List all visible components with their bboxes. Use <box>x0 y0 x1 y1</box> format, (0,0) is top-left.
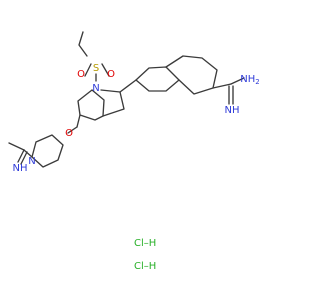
indoline-n-to-c2-bond <box>100 89 121 93</box>
amidine-to-nh2-bond <box>230 77 245 85</box>
sulfonyl-oxygen-right-label: O <box>107 69 115 80</box>
sulfur-to-oxygen-right-bond <box>101 63 110 77</box>
ether-to-piperidine-bond <box>67 126 78 134</box>
amidine-nh2-label: NH2 <box>240 74 259 86</box>
naphthalene-to-amidine-bond <box>212 83 232 89</box>
atom-labels: O S O N O N NH NH2 NH <box>13 63 260 174</box>
salt-label-2: Cl–H <box>134 261 156 272</box>
imine-double-bond-line-b <box>20 151 28 165</box>
piperidine-n-to-imine-carbon-bond <box>23 149 33 158</box>
ether-oxygen-label: O <box>65 128 73 139</box>
amidine-nh-label: NH <box>225 105 240 116</box>
benzene-to-ether-bond <box>76 114 81 128</box>
indoline-nitrogen-label: N <box>92 83 99 94</box>
imine-methyl-bond <box>8 142 25 151</box>
indoline-five-ring-upper <box>102 91 125 117</box>
naphthalene-ring-left <box>135 66 180 92</box>
salt-labels: Cl–H Cl–H <box>134 238 156 272</box>
imine-double-bond-line-a <box>17 149 25 163</box>
sulfonyl-oxygen-left-label: O <box>77 69 85 80</box>
chemical-structure-canvas: O S O N O N NH NH2 NH Cl–H Cl–H <box>8 31 260 272</box>
naphthalene-ring-right <box>165 55 218 95</box>
piperidine-ring <box>31 134 64 168</box>
sulfonyl-sulfur-label: S <box>93 63 99 74</box>
indoline-benzene-ring <box>77 89 105 121</box>
bond-lines <box>8 31 245 168</box>
salt-label-1: Cl–H <box>134 238 156 249</box>
imine-nh-label: NH <box>13 163 28 174</box>
ethyl-chain <box>78 31 88 57</box>
indoline-to-naphthalene-bond <box>119 79 137 93</box>
piperidine-nitrogen-label: N <box>28 156 35 167</box>
sulfur-to-oxygen-left-bond <box>84 63 92 77</box>
molecule-diagram: O S O N O N NH NH2 NH Cl–H Cl–H <box>8 31 260 272</box>
